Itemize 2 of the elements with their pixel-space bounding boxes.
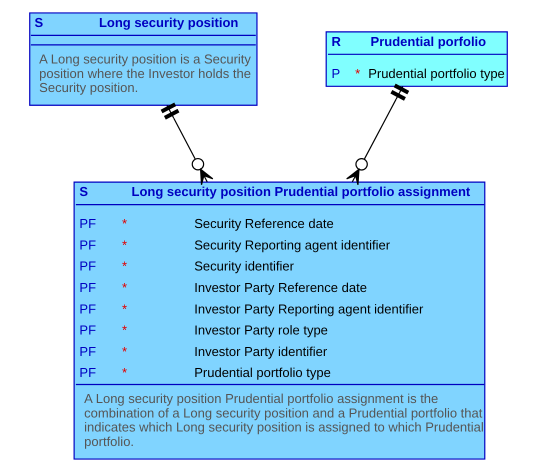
connector [160, 102, 213, 186]
connector [346, 84, 409, 186]
